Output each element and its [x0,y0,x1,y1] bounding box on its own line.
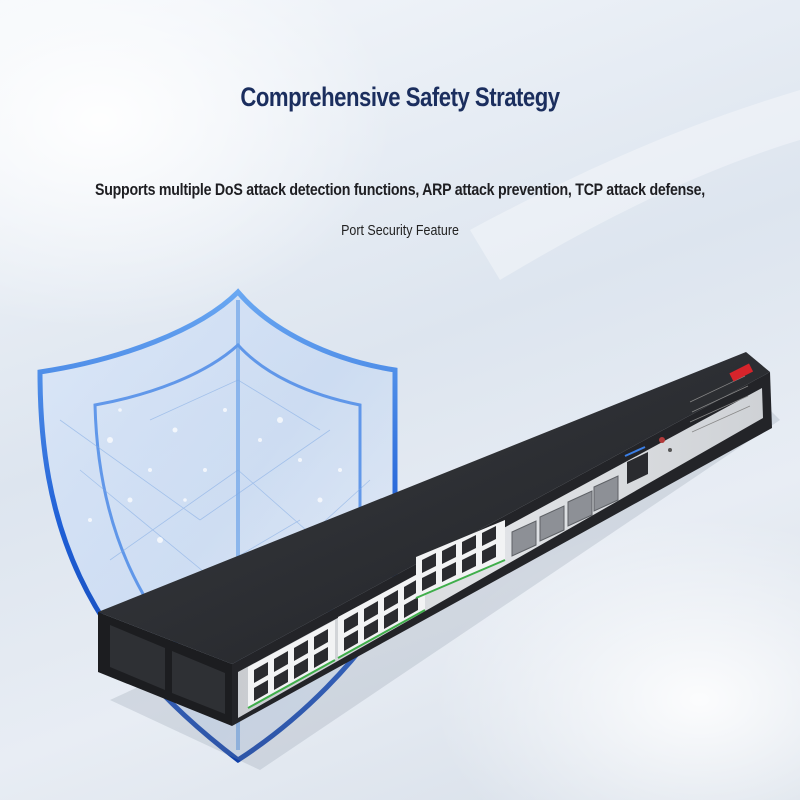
reset-button-icon [668,448,672,452]
feature-description: Supports multiple DoS attack detection f… [95,181,705,199]
brand-logo-icon [729,363,754,382]
rj45-port-group-3 [415,520,506,599]
sfp-port-group [511,475,619,557]
console-port [624,446,648,484]
status-led-icon [659,437,665,443]
port-label-strip [689,375,751,433]
vent-icon [110,625,225,714]
page-title: Comprehensive Safety Strategy [240,82,560,112]
rj45-port-group-1 [247,620,336,709]
feature-subtitle: Port Security Feature [341,223,459,239]
rj45-port-group-2 [337,570,426,659]
